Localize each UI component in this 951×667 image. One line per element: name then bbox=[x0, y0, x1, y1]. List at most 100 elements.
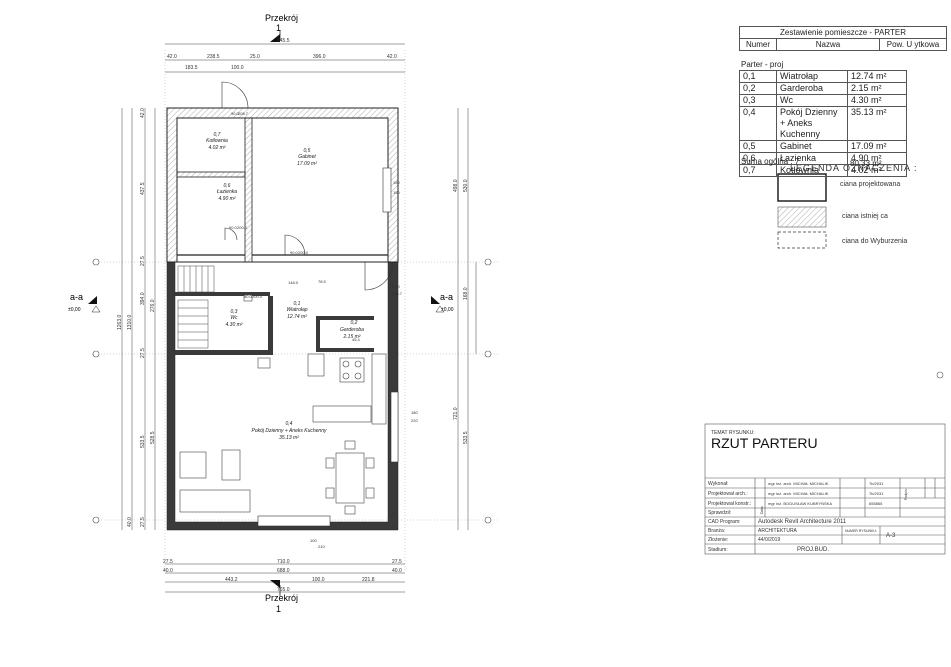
legend-swatches bbox=[777, 173, 827, 249]
room-pokoj-num: 0,4 bbox=[286, 421, 293, 427]
section-bottom-number: 1 bbox=[276, 604, 281, 614]
opening-1-h: 208.7 bbox=[238, 111, 249, 116]
tb-date-label: Złożenie: bbox=[708, 537, 728, 543]
tb-row-1-person: mgr inż. arch. MICHAŁ MICHALIK bbox=[768, 481, 829, 486]
section-markers bbox=[88, 30, 445, 596]
tb-sheet-label: NUMER RYSUNKU: bbox=[845, 529, 877, 533]
room-garderoba-name: Garderoba bbox=[340, 327, 364, 333]
tb-row-2-date: 7b/2031 bbox=[869, 491, 884, 496]
schedule-group: Parter - proj bbox=[741, 60, 784, 69]
misc-dim-3: 45.4 bbox=[352, 337, 361, 342]
room-gabinet-area: 17.09 m² bbox=[297, 161, 317, 167]
dim-top-3: 25.0 bbox=[250, 54, 260, 60]
schedule-col-num: Numer bbox=[739, 38, 777, 51]
drawing-title-label: TEMAT RYSUNKU: bbox=[711, 430, 755, 436]
legend-item-3: ciana do Wyburzenia bbox=[842, 238, 907, 245]
row-area: 4.02 m² bbox=[847, 164, 907, 177]
room-kotlownia-name: Kotłownia bbox=[206, 138, 228, 144]
dim-bottom-2: 40.0 bbox=[163, 568, 173, 574]
opening-4-w: 80.0 bbox=[244, 294, 253, 299]
room-lazienka-name: Łazienka bbox=[217, 189, 237, 195]
opening-8-w: 100 bbox=[310, 538, 317, 543]
level-right: ±0,00 bbox=[441, 307, 454, 313]
schedule-header-table: Zestawienie pomieszcze - PARTER Numer Na… bbox=[739, 26, 947, 51]
dim-right-5: 533.5 bbox=[463, 431, 469, 444]
row-name: Kotłownia bbox=[776, 164, 848, 177]
schedule-col-name: Nazwa bbox=[776, 38, 880, 51]
dim-left-inner-1: 276.0 bbox=[150, 299, 156, 312]
room-gabinet-name: Gabinet bbox=[298, 154, 316, 160]
opening-4-h: 200.0 bbox=[252, 294, 263, 299]
dim-top-5: 42.0 bbox=[387, 54, 397, 60]
dim-left-7: 27.5 bbox=[140, 517, 146, 527]
row-name: Wiatrołap bbox=[776, 70, 848, 83]
room-garderoba-area: 2.15 m² bbox=[343, 334, 361, 340]
room-wc-name: Wc bbox=[230, 315, 238, 321]
room-wc-num: 0,3 bbox=[231, 309, 238, 315]
title-block-frame bbox=[704, 423, 946, 555]
section-bottom-label: Przekrój bbox=[265, 593, 298, 603]
opening-2-w: 80.0 bbox=[392, 284, 401, 289]
misc-dim-2: 78.5 bbox=[318, 279, 327, 284]
section-labels: Przekrój 1 Przekrój 1 a-a a-a ±0,00 ±0,0… bbox=[68, 13, 454, 614]
room-wiatrolap-num: 0,1 bbox=[294, 301, 301, 307]
tb-branch-label: Branża: bbox=[708, 528, 725, 534]
opening-tags: 90.0 208.7 80.0 208.7 90.0 200.0 80.0 20… bbox=[229, 111, 418, 549]
dim-top-sub-2: 100.0 bbox=[231, 65, 244, 71]
misc-dim-1: 148.0 bbox=[288, 280, 299, 285]
room-kotlownia-num: 0,7 bbox=[214, 132, 221, 138]
section-top-number: 1 bbox=[276, 23, 281, 33]
row-num: 0,7 bbox=[739, 164, 777, 177]
row-num: 0,5 bbox=[739, 140, 777, 153]
dim-left-6: 533.5 bbox=[140, 435, 146, 448]
dim-bottom-sub-2: 100.0 bbox=[312, 577, 325, 583]
opening-7-w: 180 bbox=[411, 410, 418, 415]
dim-left-8: 40.0 bbox=[127, 517, 133, 527]
tb-row-2-person: mgr inż. arch. MICHAŁ MICHALIK bbox=[768, 491, 829, 496]
tb-row-3-label: Projektował konstr.: bbox=[708, 501, 751, 507]
row-area: 12.74 m² bbox=[847, 70, 907, 83]
opening-8-h: 210 bbox=[318, 544, 325, 549]
tb-row-2-label: Projektował arch.: bbox=[708, 491, 748, 497]
row-name: Gabinet bbox=[776, 140, 848, 153]
dim-top-sub-1: 183.5 bbox=[185, 65, 198, 71]
dim-left-3: 27.5 bbox=[140, 256, 146, 266]
tb-date-value: 44/0/2019 bbox=[758, 537, 780, 543]
dimension-texts: 745.5 42.0 238.5 25.0 396.0 42.0 183.5 1… bbox=[117, 38, 469, 593]
dim-right-1: 498.0 bbox=[453, 179, 459, 192]
row-name: Wc bbox=[776, 94, 848, 107]
room-pokoj-area: 35.13 m² bbox=[279, 435, 299, 441]
tb-row-3-person: mgr inż. BOGUSŁAW KUBRYŃSKA bbox=[768, 501, 832, 506]
dim-bottom-5: 40.0 bbox=[392, 568, 402, 574]
section-left-label: a-a bbox=[70, 292, 83, 302]
dim-top-1: 42.0 bbox=[167, 54, 177, 60]
dim-bottom-1: 27.5 bbox=[163, 559, 173, 565]
tb-row-1-label: Wykonał: bbox=[708, 481, 729, 487]
row-area: 4.30 m² bbox=[847, 94, 907, 107]
opening-3-w: 90.0 bbox=[229, 225, 238, 230]
row-name: Garderoba bbox=[776, 82, 848, 95]
dim-bottom-3: 688.0 bbox=[277, 568, 290, 574]
tb-cad-value: Autodesk Revit Architecture 2011 bbox=[758, 519, 847, 525]
room-wiatrolap-area: 12.74 m² bbox=[287, 314, 307, 320]
dim-bottom-4: 27.5 bbox=[392, 559, 402, 565]
row-area: 17.09 m² bbox=[847, 140, 907, 153]
dim-left-4: 394.0 bbox=[140, 292, 146, 305]
dim-right-3: 168.0 bbox=[463, 287, 469, 300]
opening-6-w: 150 bbox=[393, 180, 400, 185]
room-garderoba-num: 0,2 bbox=[351, 320, 358, 326]
row-num: 0,2 bbox=[739, 82, 777, 95]
dimension-lines bbox=[121, 43, 477, 593]
dim-right-2: 530.0 bbox=[463, 179, 469, 192]
grid-markers bbox=[92, 258, 944, 524]
dim-left-2: 437.5 bbox=[140, 182, 146, 195]
drawing-title: RZUT PARTERU bbox=[711, 435, 818, 451]
